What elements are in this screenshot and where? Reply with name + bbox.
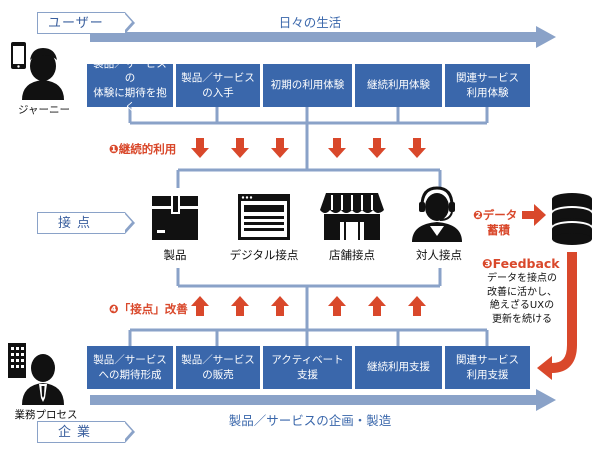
section-touchpoint-label: 接点 bbox=[58, 216, 97, 231]
feedback-note: データを接点の 改善に活かし、 絶えざるUXの 更新を続ける bbox=[478, 272, 566, 326]
journey-step-line2: 体験に期待を抱く bbox=[93, 86, 167, 113]
journey-step-line1: 製品／サービスの bbox=[93, 58, 167, 85]
section-company-label: 企業 bbox=[58, 425, 97, 440]
daily-life-flow-bar bbox=[90, 32, 538, 42]
daily-life-flow-arrowhead bbox=[536, 26, 556, 48]
process-step-line1: 継続利用支援 bbox=[367, 361, 430, 374]
process-step-line2: への期待形成 bbox=[98, 368, 162, 381]
journey-step: 製品／サービスの入手 bbox=[176, 64, 260, 107]
journey-step: 関連サービス利用体験 bbox=[445, 64, 530, 107]
journey-step: 初期の利用体験 bbox=[263, 64, 352, 107]
store-icon bbox=[320, 193, 384, 240]
process-step: アクティベート支援 bbox=[263, 346, 352, 389]
journey-step: 継続利用体験 bbox=[355, 64, 442, 107]
section-tag-pointer bbox=[123, 420, 135, 443]
journey-step-line1: 初期の利用体験 bbox=[270, 79, 345, 92]
journey-step-line2: の入手 bbox=[202, 86, 234, 99]
process-step-line1: アクティベート bbox=[271, 354, 344, 367]
journey-step: 製品／サービスの体験に期待を抱く bbox=[87, 58, 173, 113]
feedback-note-line: 改善に活かし、 bbox=[487, 286, 557, 298]
process-step-line2: 利用支援 bbox=[466, 368, 509, 381]
top-bracket bbox=[128, 107, 489, 188]
touchpoint-label-product: 製品 bbox=[163, 248, 187, 262]
data-accumulate-annotation-2: 蓄積 bbox=[487, 223, 510, 237]
feedback-note-line: データを接点の bbox=[487, 273, 557, 284]
section-tag-company: 企業 bbox=[37, 420, 135, 443]
touchpoint-label-digital: デジタル接点 bbox=[229, 248, 299, 262]
continuous-use-annotation: ❶継続的利用 bbox=[109, 142, 177, 156]
company-flow-bar bbox=[90, 395, 538, 405]
daily-life-label: 日々の生活 bbox=[278, 15, 342, 30]
browser-icon bbox=[238, 194, 290, 240]
product-planning-label: 製品／サービスの企画・製造 bbox=[228, 413, 392, 428]
journey-label: ジャーニー bbox=[18, 104, 70, 116]
feedback-note-line: 更新を続ける bbox=[492, 313, 552, 325]
data-accumulate-arrow bbox=[522, 204, 546, 226]
smartphone-icon bbox=[11, 42, 26, 69]
section-user-label: ユーザー bbox=[48, 16, 104, 31]
improve-touchpoint-arrows bbox=[191, 296, 426, 316]
box-icon bbox=[152, 196, 198, 240]
process-step: 関連サービス利用支援 bbox=[445, 346, 530, 389]
journey-step-line1: 関連サービス bbox=[456, 72, 519, 85]
process-step: 製品／サービスの販売 bbox=[176, 346, 260, 389]
section-tag-user: ユーザー bbox=[37, 11, 135, 34]
process-step-line2: 支援 bbox=[296, 368, 318, 381]
process-step: 継続利用支援 bbox=[355, 346, 442, 389]
feedback-arrow bbox=[537, 252, 577, 380]
feedback-note-line: 絶えざるUXの bbox=[489, 300, 555, 311]
journey-step-line1: 製品／サービス bbox=[181, 72, 255, 85]
section-tag-pointer bbox=[123, 11, 135, 34]
process-step-line1: 製品／サービス bbox=[93, 354, 167, 367]
journey-step-line1: 継続利用体験 bbox=[367, 79, 430, 92]
company-flow-arrowhead bbox=[536, 389, 556, 411]
user-person-icon bbox=[22, 48, 64, 100]
journey-step-line2: 利用体験 bbox=[466, 86, 509, 99]
business-process-label: 業務プロセス bbox=[14, 409, 78, 421]
building-icon bbox=[8, 343, 26, 378]
business-person-icon bbox=[22, 354, 64, 405]
database-icon bbox=[552, 193, 592, 245]
data-accumulate-annotation-1: ❷データ bbox=[473, 208, 518, 222]
process-step-line2: の販売 bbox=[202, 368, 234, 381]
operator-icon bbox=[412, 186, 462, 242]
continuous-use-arrows bbox=[191, 138, 426, 158]
improve-touchpoint-annotation: ❹「接点」改善 bbox=[109, 302, 188, 316]
bottom-bracket bbox=[128, 268, 489, 346]
touchpoint-label-person: 対人接点 bbox=[416, 248, 462, 262]
section-tag-pointer bbox=[123, 211, 135, 234]
process-step-line1: 関連サービス bbox=[456, 354, 519, 367]
process-step-line1: 製品／サービス bbox=[181, 354, 255, 367]
section-tag-touchpoint: 接点 bbox=[37, 211, 135, 234]
process-step: 製品／サービスへの期待形成 bbox=[87, 346, 173, 389]
feedback-annotation: ❸Feedback bbox=[482, 256, 560, 271]
touchpoint-label-store: 店舗接点 bbox=[329, 248, 375, 262]
